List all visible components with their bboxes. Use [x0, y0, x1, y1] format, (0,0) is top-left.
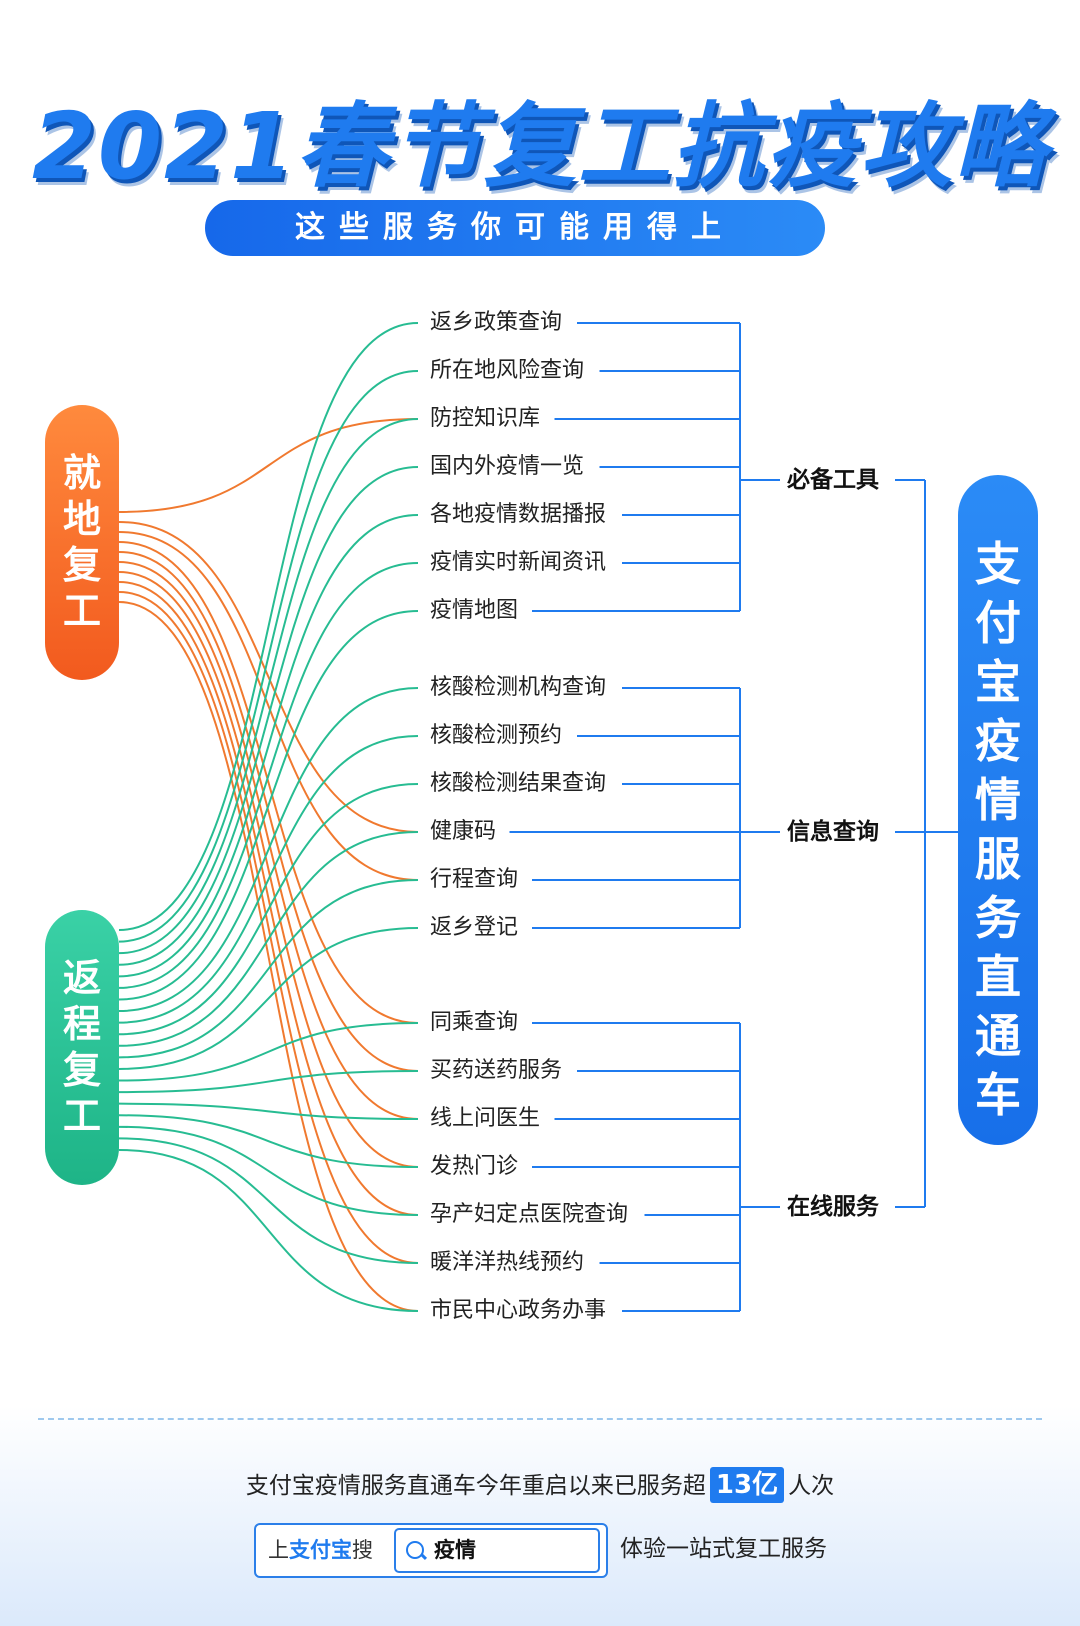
- branch-curve: [118, 466, 419, 966]
- dashed-divider: [38, 1418, 1042, 1420]
- footer-text: 支付宝疫情服务直通车今年重启以来已服务超: [245, 1473, 706, 1499]
- branch-curve: [118, 591, 419, 1264]
- blue-pill-char-2: 宝: [975, 655, 1021, 709]
- branch-curve: [118, 581, 419, 1216]
- branch-curve: [118, 1137, 419, 1264]
- branch-curve: [118, 735, 419, 1024]
- branch-curve: [118, 879, 419, 1059]
- branch-curve: [118, 1125, 419, 1216]
- service-item: 健康码: [430, 819, 497, 844]
- travel-return-work-pill: 返程复工: [45, 910, 119, 1185]
- orange-pill-char-2: 复: [62, 543, 101, 587]
- branch-curve: [118, 514, 419, 978]
- service-item: 暖洋洋热线预约: [430, 1250, 585, 1275]
- group-label: 必备工具: [787, 467, 879, 493]
- search-input[interactable]: 疫情: [394, 1528, 600, 1573]
- service-item: 疫情地图: [430, 598, 519, 623]
- bottom-gradient: [0, 1406, 1080, 1626]
- search-suffix: 体验一站式复工服务: [620, 1536, 827, 1562]
- search-icon: [406, 1541, 424, 1559]
- service-item: 疫情实时新闻资讯: [430, 550, 607, 575]
- blue-pill-char-7: 直: [975, 950, 1021, 1004]
- service-item: 行程查询: [430, 867, 519, 892]
- service-item: 线上问医生: [430, 1106, 541, 1131]
- orange-pill-char-3: 工: [62, 589, 101, 633]
- service-item: 核酸检测机构查询: [430, 675, 607, 700]
- alipay-brand: 支付宝: [289, 1538, 352, 1562]
- service-item: 同乘查询: [430, 1010, 519, 1035]
- branch-curve: [118, 1102, 419, 1120]
- branch-curve: [118, 571, 419, 1168]
- branch-curve: [118, 1149, 419, 1312]
- branch-curve: [118, 601, 419, 1312]
- branch-curve: [118, 610, 419, 1001]
- green-pill-char-2: 复: [62, 1048, 101, 1092]
- service-item: 各地疫情数据播报: [430, 502, 607, 527]
- service-item: 返乡政策查询: [430, 310, 563, 335]
- green-pill-char-1: 程: [62, 1002, 101, 1046]
- group-label: 信息查询: [787, 819, 879, 845]
- branch-curve: [118, 562, 419, 989]
- service-item: 买药送药服务: [430, 1058, 563, 1083]
- footer-highlight: 13亿: [709, 1467, 785, 1503]
- service-item: 孕产妇定点医院查询: [430, 1202, 629, 1227]
- blue-pill-char-8: 通: [975, 1009, 1021, 1063]
- green-pill-char-3: 工: [62, 1094, 101, 1138]
- blue-pill-char-4: 情: [975, 773, 1021, 827]
- branch-curve: [118, 322, 419, 931]
- branch-curve: [118, 370, 419, 943]
- blue-pill-char-6: 务: [975, 891, 1021, 945]
- branch-curve: [118, 1022, 419, 1082]
- blue-pill-char-5: 服: [975, 832, 1021, 886]
- branch-curve: [118, 1070, 419, 1094]
- blue-pill-char-3: 疫: [975, 714, 1021, 768]
- blue-pill-char-1: 付: [975, 596, 1021, 650]
- service-item: 核酸检测结果查询: [430, 771, 607, 796]
- branch-curve: [118, 531, 419, 881]
- blue-pill-char-0: 支: [975, 537, 1021, 591]
- alipay-service-pill: 支付宝疫情服务直通车: [958, 475, 1038, 1145]
- service-item: 发热门诊: [430, 1154, 519, 1179]
- branch-curve: [118, 783, 419, 1036]
- branch-curve: [118, 927, 419, 1070]
- green-pill-char-0: 返: [62, 956, 101, 1000]
- branch-curve: [118, 1114, 419, 1168]
- branch-curve: [118, 418, 419, 513]
- service-item: 国内外疫情一览: [430, 454, 585, 479]
- service-item: 核酸检测预约: [430, 723, 563, 748]
- orange-pill-char-0: 就: [62, 451, 101, 495]
- branch-curve: [118, 521, 419, 833]
- branch-curve: [118, 418, 419, 955]
- footer-text-after: 人次: [788, 1473, 835, 1499]
- search-term: 疫情: [434, 1538, 476, 1562]
- search-bar[interactable]: 上支付宝搜 疫情: [254, 1523, 608, 1578]
- blue-pill-char-9: 车: [975, 1068, 1021, 1122]
- branch-curve: [118, 551, 419, 1072]
- group-label: 在线服务: [787, 1194, 879, 1220]
- page-title: 2021春节复工抗疫攻略: [31, 93, 1049, 200]
- service-item: 返乡登记: [430, 915, 519, 940]
- local-return-work-pill: 就地复工: [45, 405, 119, 680]
- subtitle-banner: 这些服务你可能用得上: [205, 200, 825, 256]
- service-item: 所在地风险查询: [430, 358, 585, 383]
- service-item: 市民中心政务办事: [430, 1298, 607, 1323]
- orange-pill-char-1: 地: [62, 497, 101, 541]
- branch-curve: [118, 541, 419, 1024]
- search-prefix: 上支付宝搜: [268, 1538, 373, 1562]
- branch-curve: [118, 561, 419, 1120]
- branch-curve: [118, 687, 419, 1013]
- branch-curve: [118, 831, 419, 1047]
- service-item: 防控知识库: [430, 406, 541, 431]
